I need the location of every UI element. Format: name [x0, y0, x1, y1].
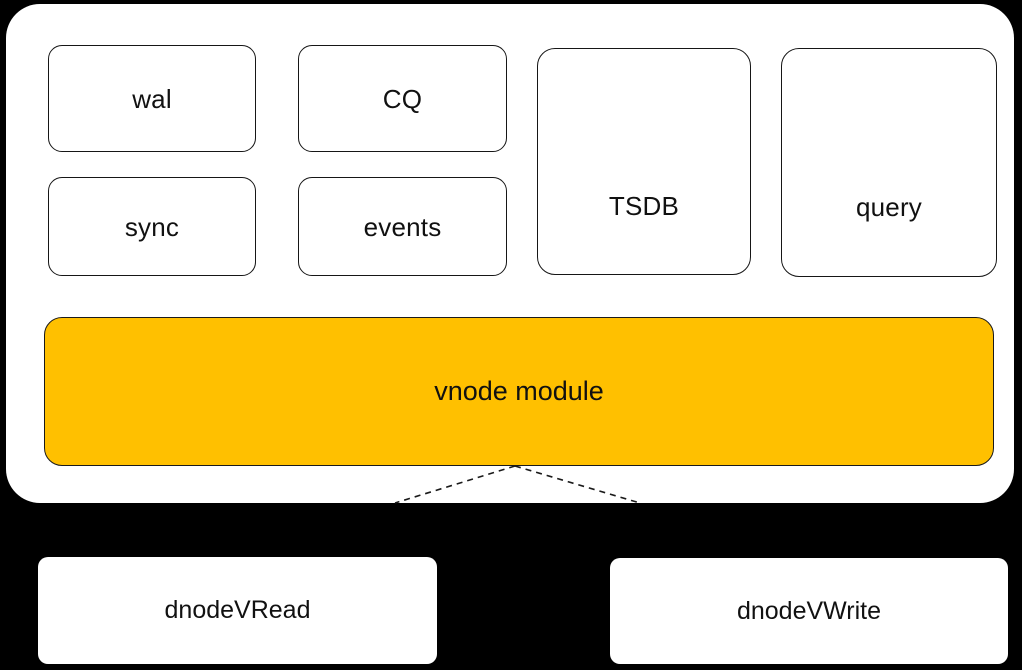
- dnode-label-dnodevwrite: dnodeVWrite: [736, 596, 882, 625]
- module-label-tsdb: TSDB: [608, 190, 680, 221]
- module-label-query: query: [855, 191, 923, 222]
- vnode-module-bar[interactable]: vnode module: [44, 317, 994, 466]
- module-label-events: events: [363, 211, 442, 242]
- module-box-wal[interactable]: wal: [48, 45, 256, 152]
- dnode-box-dnodevwrite[interactable]: dnodeVWrite: [610, 558, 1008, 664]
- module-box-query[interactable]: query: [781, 48, 997, 277]
- dnode-label-dnodevread: dnodeVRead: [164, 596, 311, 624]
- vnode-container: wal CQ sync events TSDB query vnode modu…: [6, 4, 1014, 503]
- module-label-wal: wal: [132, 83, 172, 114]
- dnode-box-dnodevread[interactable]: dnodeVRead: [38, 557, 437, 664]
- vnode-module-label: vnode module: [434, 376, 604, 406]
- module-label-cq: CQ: [382, 83, 423, 114]
- module-box-tsdb[interactable]: TSDB: [537, 48, 751, 275]
- module-box-cq[interactable]: CQ: [298, 45, 507, 152]
- module-box-sync[interactable]: sync: [48, 177, 256, 276]
- module-label-sync: sync: [124, 211, 180, 242]
- module-box-events[interactable]: events: [298, 177, 507, 276]
